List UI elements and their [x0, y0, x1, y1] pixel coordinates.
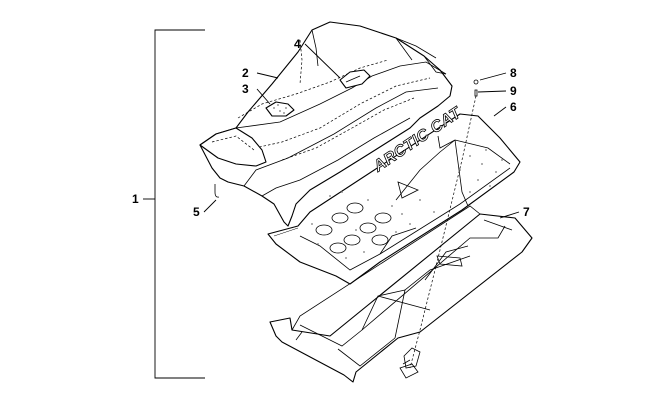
- assembly-bracket: [143, 29, 205, 379]
- seat-clip: [214, 184, 220, 198]
- foam-texture: [311, 149, 503, 259]
- callout-8: 8: [510, 66, 517, 80]
- callout-5: 5: [193, 205, 200, 219]
- foam-holes: [315, 202, 392, 254]
- seat-emblem: [265, 101, 295, 117]
- callout-9: 9: [510, 84, 517, 98]
- seat-handle: [339, 69, 371, 89]
- leader-lines: [203, 43, 520, 219]
- fastener-pin: [399, 79, 479, 379]
- callout-6: 6: [510, 100, 517, 114]
- seat-foam-pan: [267, 113, 521, 285]
- callout-7: 7: [523, 205, 530, 219]
- callout-2: 2: [242, 66, 249, 80]
- callout-labels: 1 2 3 4 5 6 7 8 9: [132, 37, 530, 219]
- seat-cover: [199, 21, 453, 227]
- callout-3: 3: [242, 82, 249, 96]
- callout-4: 4: [294, 37, 301, 51]
- callout-1: 1: [132, 192, 139, 206]
